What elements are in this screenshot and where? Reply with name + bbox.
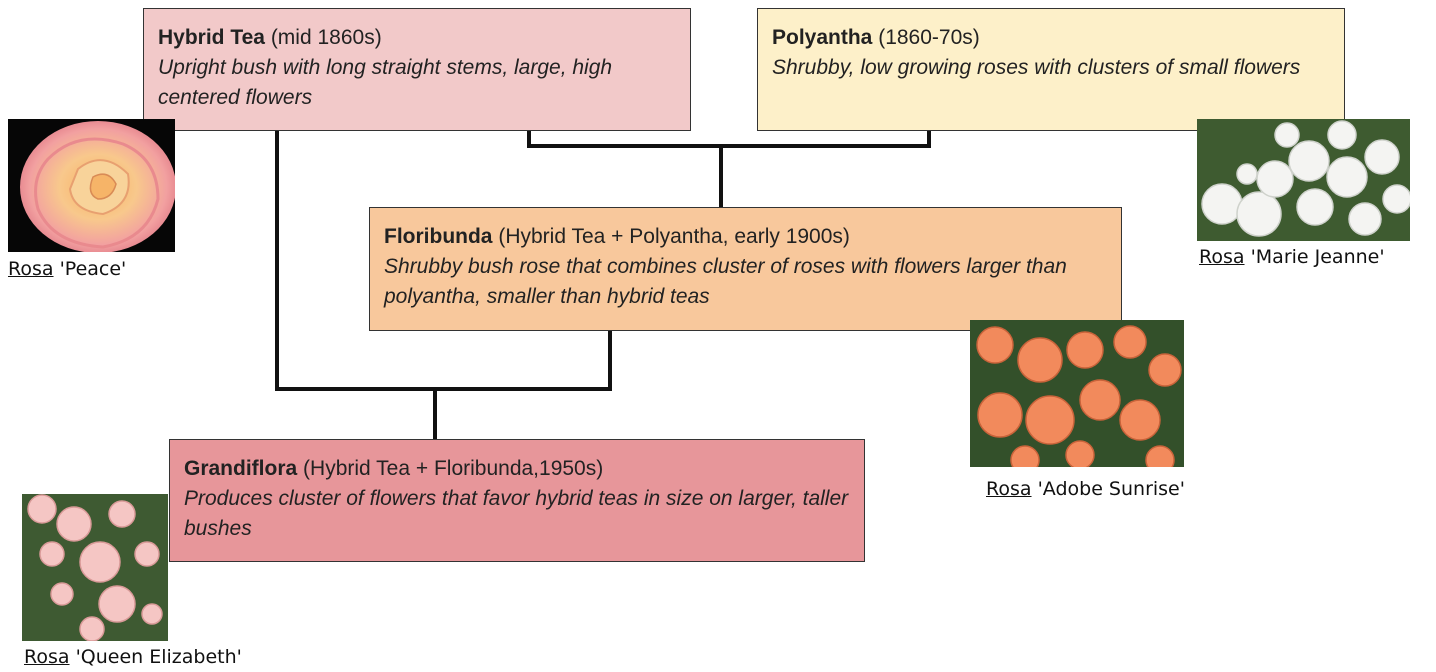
peace-caption-cultivar: 'Peace' (60, 258, 127, 280)
polyantha-title: Polyantha (772, 26, 872, 49)
floribunda-date: (Hybrid Tea + Polyantha, early 1900s) (498, 225, 850, 248)
hybrid-tea-date: (mid 1860s) (271, 26, 382, 49)
hybrid-tea-title: Hybrid Tea (158, 26, 265, 49)
hybrid-tea-box: Hybrid Tea (mid 1860s) Upright bush with… (143, 8, 691, 131)
queen-elizabeth-caption: Rosa 'Queen Elizabeth' (24, 646, 242, 668)
polyantha-description: Shrubby, low growing roses with clusters… (772, 53, 1330, 83)
peace-rose-photo (8, 119, 175, 252)
marie-jeanne-rose-photo (1197, 119, 1410, 241)
grandiflora-box: Grandiflora (Hybrid Tea + Floribunda,195… (169, 439, 865, 562)
polyantha-box: Polyantha (1860-70s) Shrubby, low growin… (757, 8, 1345, 131)
connector-ht-poly (529, 131, 929, 146)
marie-jeanne-caption-genus: Rosa (1199, 246, 1245, 268)
polyantha-date: (1860-70s) (878, 26, 980, 49)
adobe-sunrise-caption-cultivar: 'Adobe Sunrise' (1038, 478, 1185, 500)
grandiflora-title: Grandiflora (184, 457, 297, 480)
peace-caption-genus: Rosa (8, 258, 54, 280)
marie-jeanne-caption-cultivar: 'Marie Jeanne' (1251, 246, 1385, 268)
floribunda-title: Floribunda (384, 225, 493, 248)
adobe-sunrise-rose-photo (970, 320, 1184, 467)
queen-elizabeth-rose-photo (22, 494, 168, 641)
hybrid-tea-description: Upright bush with long straight stems, l… (158, 53, 676, 113)
floribunda-description: Shrubby bush rose that combines cluster … (384, 252, 1107, 312)
marie-jeanne-caption: Rosa 'Marie Jeanne' (1199, 246, 1385, 268)
grandiflora-date: (Hybrid Tea + Floribunda,1950s) (303, 457, 603, 480)
adobe-sunrise-caption-genus: Rosa (986, 478, 1032, 500)
queen-elizabeth-caption-cultivar: 'Queen Elizabeth' (76, 646, 242, 668)
adobe-sunrise-caption: Rosa 'Adobe Sunrise' (986, 478, 1185, 500)
queen-elizabeth-caption-genus: Rosa (24, 646, 70, 668)
grandiflora-description: Produces cluster of flowers that favor h… (184, 484, 850, 544)
floribunda-box: Floribunda (Hybrid Tea + Polyantha, earl… (369, 207, 1122, 331)
peace-caption: Rosa 'Peace' (8, 258, 126, 280)
